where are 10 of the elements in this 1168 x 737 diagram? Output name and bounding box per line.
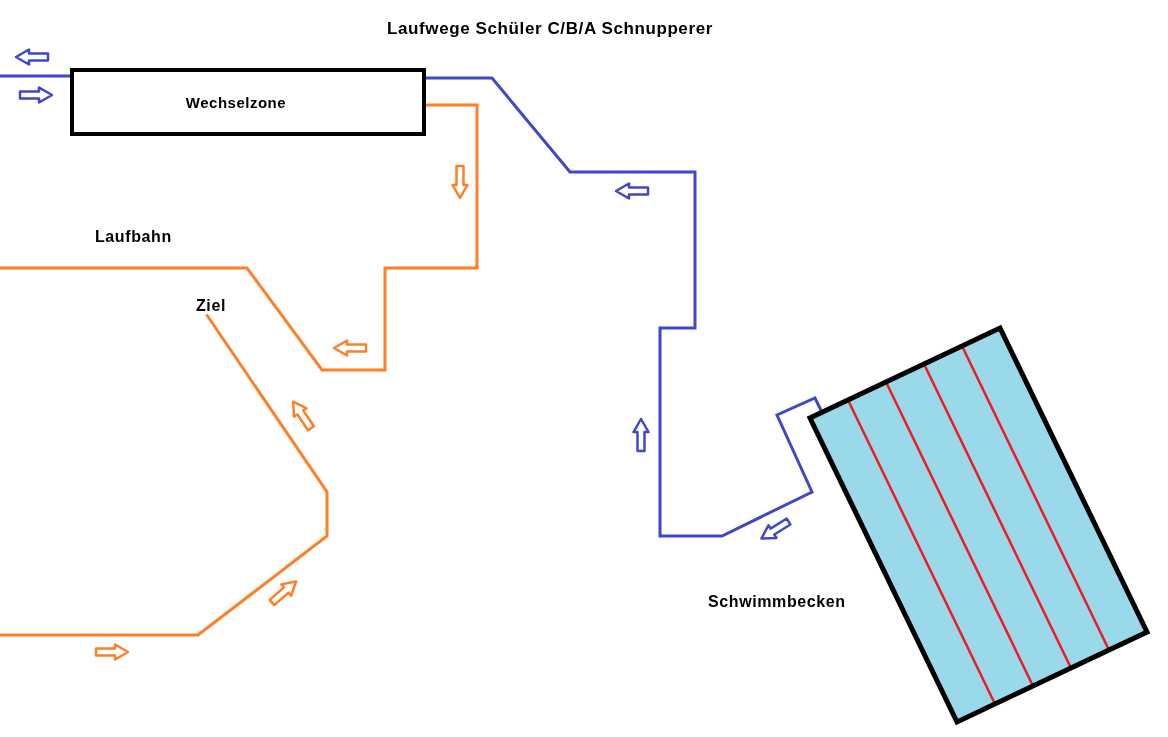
zone-label: Wechselzone bbox=[185, 93, 287, 111]
pool-label: Schwimmbecken bbox=[708, 593, 846, 611]
route-line bbox=[0, 103, 479, 372]
track-label: Laufbahn bbox=[95, 228, 172, 246]
zone-box bbox=[70, 68, 426, 136]
route-line bbox=[0, 74, 70, 78]
route-line bbox=[426, 76, 824, 538]
finish-label: Ziel bbox=[196, 297, 226, 315]
diagram-title: Laufwege Schüler C/B/A Schnupperer bbox=[387, 20, 713, 38]
route-line bbox=[0, 313, 329, 637]
